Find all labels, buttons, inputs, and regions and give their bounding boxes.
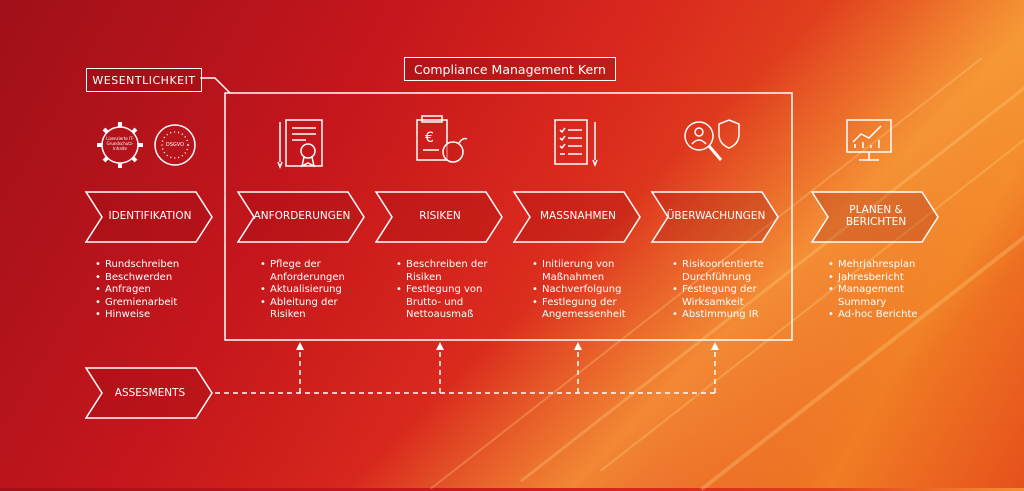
core-title: Compliance Management Kern xyxy=(414,61,606,77)
list-item: Festlegung von Brutto- und Nettoausmaß xyxy=(396,284,516,322)
list-planen: Mehrjahresplan Jahresbericht Management … xyxy=(828,259,948,322)
step-label-ueberwachungen: ÜBERWACHUNGEN xyxy=(666,210,766,222)
arrow-head-1 xyxy=(296,342,304,350)
chevron-planen xyxy=(810,191,939,243)
assessments-label: ASSESMENTS xyxy=(114,387,186,399)
gear-badge xyxy=(97,122,143,168)
list-ueberwachungen: Risikoorientierte Durchführung Festlegun… xyxy=(672,259,792,322)
list-item: Abstimmung IR xyxy=(672,309,792,322)
list-item: Festlegung der Wirksamkeit xyxy=(672,284,792,309)
certificate-icon xyxy=(277,119,323,170)
list-item: Beschreiben der Risiken xyxy=(396,259,516,284)
list-item: Jahresbericht xyxy=(828,272,948,285)
arrow-head-2 xyxy=(436,342,444,350)
list-item: Risikoorientierte Durchführung xyxy=(672,259,792,284)
checklist-icon xyxy=(554,119,598,168)
euro-bomb-icon: € xyxy=(416,115,468,163)
wesentlichkeit-box: WESENTLICHKEIT xyxy=(86,68,202,92)
arrow-head-4 xyxy=(711,342,719,350)
list-item: Festlegung der Angemessenheit xyxy=(532,297,652,322)
list-item: Management Summary xyxy=(828,284,948,309)
step-label-identifikation: IDENTIFIKATION xyxy=(108,210,192,222)
list-item: Ad-hoc Berichte xyxy=(828,309,948,322)
list-risiken: Beschreiben der Risiken Festlegung von B… xyxy=(396,259,516,322)
chevron-risiken xyxy=(374,191,503,243)
list-item: Rundschreiben xyxy=(95,259,215,272)
list-identifikation: Rundschreiben Beschwerden Anfragen Gremi… xyxy=(95,259,215,322)
list-item: Beschwerden xyxy=(95,272,215,285)
list-item: Hinweise xyxy=(95,309,215,322)
list-massnahmen: Initiierung von Maßnahmen Nachverfolgung… xyxy=(532,259,652,322)
list-item: Anfragen xyxy=(95,284,215,297)
list-item: Aktualisierung xyxy=(260,284,380,297)
chevron-identifikation xyxy=(84,191,213,243)
list-item: Ableitung der Risiken xyxy=(260,297,380,322)
list-item: Gremienarbeit xyxy=(95,297,215,310)
monitor-chart-icon xyxy=(846,119,892,161)
core-frame xyxy=(224,92,793,341)
step-label-massnahmen: MASSNAHMEN xyxy=(539,210,617,222)
list-item: Pflege der Anforderungen xyxy=(260,259,380,284)
svg-text:€: € xyxy=(425,130,434,146)
list-item: Initiierung von Maßnahmen xyxy=(532,259,652,284)
list-anforderungen: Pflege der Anforderungen Aktualisierung … xyxy=(260,259,380,322)
dsgvo-badge-text: DSGVO xyxy=(165,142,185,148)
list-item: Mehrjahresplan xyxy=(828,259,948,272)
gear-badge-text: Lizenzierte IT-Grundschutz-Inhalte xyxy=(106,136,134,151)
chevron-assessments xyxy=(84,367,213,419)
list-item: Nachverfolgung xyxy=(532,284,652,297)
step-label-planen: PLANEN & BERICHTEN xyxy=(845,204,907,228)
arrow-head-3 xyxy=(574,342,582,350)
chevron-anforderungen xyxy=(236,191,365,243)
wesentlichkeit-connector xyxy=(200,77,231,94)
core-title-box: Compliance Management Kern xyxy=(404,57,616,81)
step-label-anforderungen: ANFORDERUNGEN xyxy=(253,210,351,222)
wesentlichkeit-label: WESENTLICHKEIT xyxy=(92,73,196,87)
step-label-risiken: RISIKEN xyxy=(419,210,461,222)
dsgvo-badge xyxy=(154,124,196,166)
chevron-massnahmen xyxy=(512,191,641,243)
magnifier-shield-icon xyxy=(684,119,740,161)
chevron-ueberwachungen xyxy=(650,191,779,243)
